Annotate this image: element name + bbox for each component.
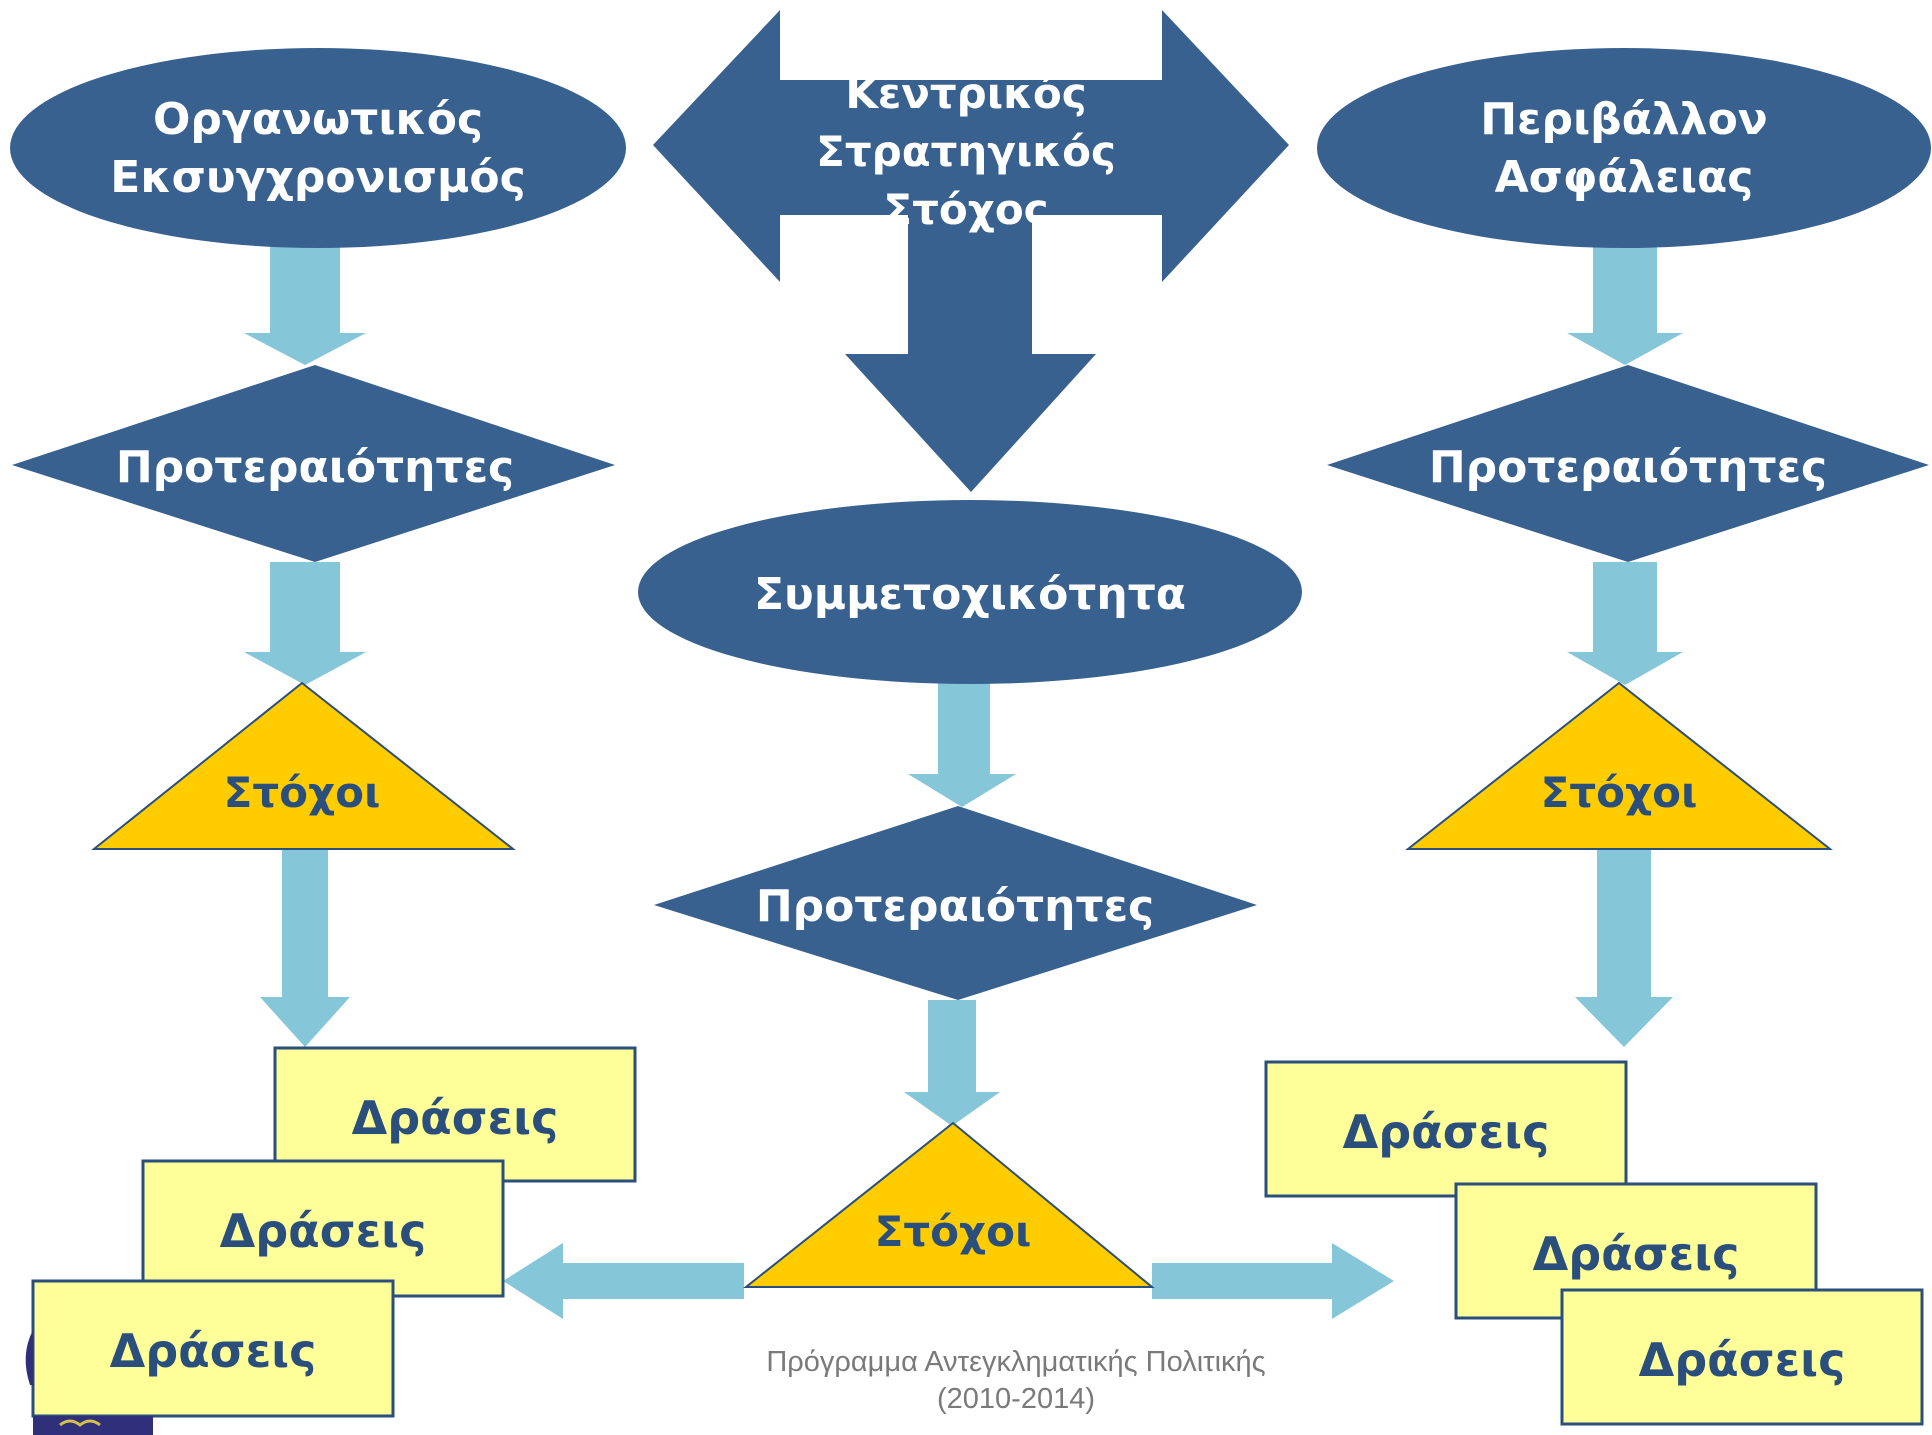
left-goal-line-2: Εκσυγχρονισμός [110,152,525,203]
left-goal-line-1: Οργανωτικός [153,94,483,145]
objectives-triangle-left [91,681,516,850]
objectives-label-center: Στόχοι [875,1207,1032,1256]
actions-box-right-1 [1264,1060,1628,1198]
down-arrow-right-1 [1567,245,1683,365]
center-goal-line-1: Κεντρικός [845,69,1086,118]
down-arrow-center-1 [908,682,1016,807]
actions-label-left-3: Δράσεις [110,1324,317,1378]
footer-line-2: (2010-2014) [937,1383,1095,1415]
actions-label-right-3: Δράσεις [1639,1333,1846,1387]
participation-label: Συμμετοχικότητα [754,569,1186,620]
double-headed-arrow [653,10,1289,282]
objectives-label-right: Στόχοι [1541,768,1698,817]
center-goal-line-2: Στρατηγικός [816,127,1116,176]
goal-ellipse-left [10,48,626,248]
down-arrow-center-main [845,215,1096,492]
footer-line-1: Πρόγραμμα Αντεγκληματικής Πολιτικής [766,1346,1266,1378]
priorities-diamond-right [1327,365,1929,562]
actions-box-left-1 [273,1046,637,1183]
priorities-diamond-left [12,365,615,562]
right-arrow-bottom [1152,1243,1394,1319]
actions-label-right-1: Δράσεις [1343,1105,1550,1159]
center-goal-line-3: Στόχος [883,185,1048,234]
right-goal-line-2: Ασφάλειας [1495,152,1754,203]
left-arrow-bottom [503,1243,744,1319]
objectives-triangle-right [1405,681,1833,850]
down-arrow-right-3 [1575,848,1673,1047]
footer-caption: Πρόγραμμα Αντεγκληματικής Πολιτικής (201… [626,1344,1406,1418]
logo-emblem [25,1330,153,1435]
down-arrow-right-2 [1567,562,1683,685]
actions-label-left-2: Δράσεις [220,1204,427,1258]
priorities-label-left: Προτεραιότητες [116,442,514,493]
right-goal-line-1: Περιβάλλον [1480,94,1768,145]
objectives-label-left: Στόχοι [224,768,381,817]
goal-ellipse-right [1317,48,1931,248]
down-arrow-left-2 [244,562,366,685]
actions-box-right-3 [1560,1288,1924,1426]
objectives-triangle-center [743,1121,1155,1288]
priorities-label-center: Προτεραιότητες [756,881,1154,932]
priorities-diamond-center [654,806,1257,1000]
down-arrow-left-3 [260,848,350,1047]
actions-box-left-2 [141,1159,505,1298]
down-arrow-left-1 [244,245,366,365]
down-arrow-center-2 [904,1000,1000,1126]
actions-label-left-1: Δράσεις [352,1091,559,1145]
participation-ellipse [638,500,1302,684]
actions-label-right-2: Δράσεις [1533,1227,1740,1281]
priorities-label-right: Προτεραιότητες [1429,442,1827,493]
